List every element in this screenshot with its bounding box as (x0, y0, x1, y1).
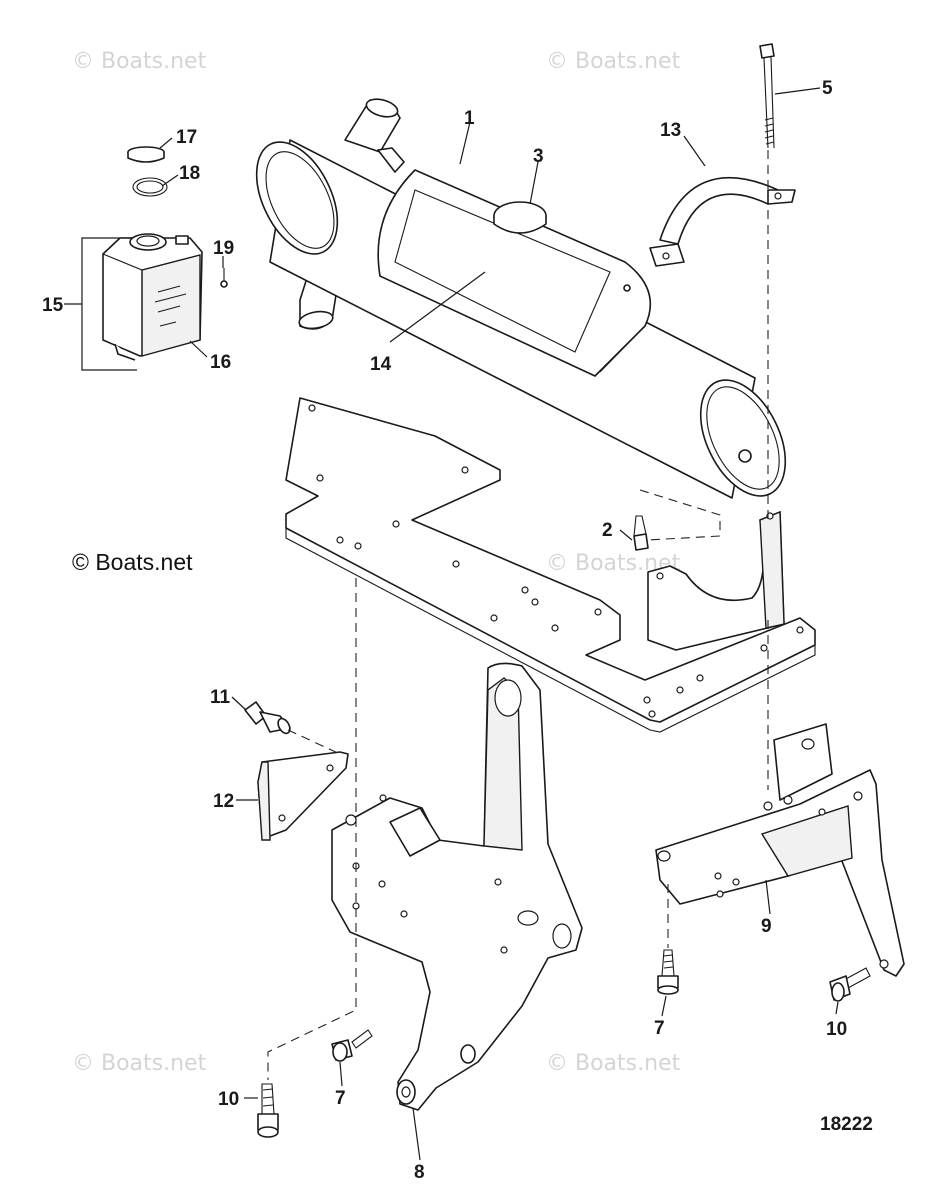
part-16-reservoir (102, 233, 203, 361)
callout-15: 15 (42, 295, 64, 316)
leader-lines (64, 87, 839, 1161)
watermark-top-left: © Boats.net (72, 49, 207, 74)
callout-7-left: 7 (335, 1088, 346, 1109)
callout-9: 9 (761, 916, 772, 937)
part-19-screw (220, 268, 228, 288)
callout-5: 5 (822, 78, 833, 99)
callout-2: 2 (602, 520, 613, 541)
part-9-bracket (655, 723, 905, 977)
part-1-tank (255, 98, 787, 499)
base-plate (285, 397, 816, 733)
callout-8: 8 (414, 1162, 425, 1183)
callout-13: 13 (660, 120, 681, 141)
watermark-bottom-left: © Boats.net (72, 1051, 207, 1076)
callout-11: 11 (210, 687, 231, 708)
part-2-bolt (633, 515, 649, 551)
callout-3: 3 (533, 146, 544, 167)
callout-10-left: 10 (218, 1089, 239, 1110)
saddle-support (647, 510, 785, 651)
part-12-bracket (257, 751, 349, 841)
callout-12: 12 (213, 791, 234, 812)
watermark-top-right: © Boats.net (546, 49, 681, 74)
part-18-o-ring (132, 177, 168, 197)
figure-number: 18222 (820, 1114, 873, 1135)
watermark-bottom-right: © Boats.net (546, 1051, 681, 1076)
callout-10-right: 10 (826, 1019, 847, 1040)
callout-1: 1 (464, 108, 475, 129)
callout-16: 16 (210, 352, 231, 373)
part-17-cap (127, 146, 165, 163)
watermark-middle-left: © Boats.net (72, 549, 193, 575)
part-8-bracket (331, 662, 583, 1111)
callout-17: 17 (176, 127, 197, 148)
part-10-bolt-right (829, 967, 871, 1002)
callout-19: 19 (213, 238, 234, 259)
part-13-strap (649, 176, 796, 267)
callouts: 17 18 19 15 16 1 3 13 5 14 2 11 12 9 7 1… (42, 78, 847, 1183)
part-7-bolt-right (657, 949, 679, 995)
callout-7-right: 7 (654, 1018, 665, 1039)
callout-14: 14 (370, 354, 392, 375)
part-10-bolt-left (257, 1083, 279, 1138)
part-11-fitting (244, 701, 291, 735)
part-5-bolt (759, 43, 775, 149)
part-7-bolt-left (331, 1029, 373, 1062)
alignment-lines (267, 150, 769, 1080)
callout-18: 18 (179, 163, 200, 184)
